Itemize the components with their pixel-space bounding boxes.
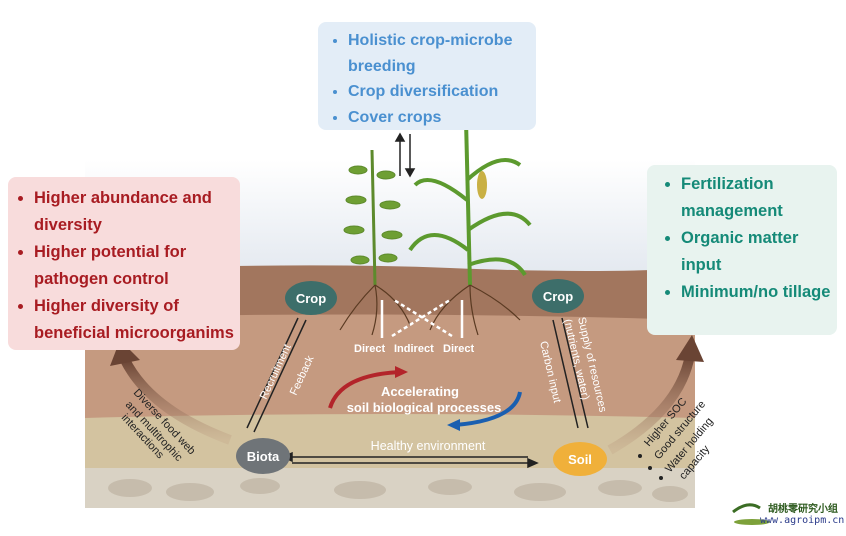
soil-arrow xyxy=(607,353,695,455)
cycle-label-1: Accelerating xyxy=(381,384,459,399)
watermark-logo xyxy=(732,503,770,525)
cycle-arrow-blue xyxy=(454,391,522,427)
crop-node-left-label: Crop xyxy=(296,291,326,306)
crop-biota-arrows xyxy=(246,317,589,469)
crop-node-left xyxy=(285,281,337,315)
breeding-practices-box: Holistic crop-microbe breeding Crop dive… xyxy=(318,22,536,130)
cycle-arrowhead-blue xyxy=(447,419,460,431)
right-item: Fertilization management xyxy=(681,171,833,225)
crop-node-right xyxy=(532,279,584,313)
top-item: Crop diversification xyxy=(348,79,528,105)
soil-management-box: Fertilization management Organic matter … xyxy=(647,165,837,335)
crop-node-right-label: Crop xyxy=(543,289,573,304)
left-item: Higher diversity of beneficial microorga… xyxy=(34,293,236,347)
top-bidirectional-arrow xyxy=(394,132,416,178)
direct-indirect-arrows xyxy=(380,298,464,338)
legume-plant-illustration xyxy=(343,149,403,286)
left-item: Higher potential for pathogen control xyxy=(34,239,236,293)
food-web-arrow xyxy=(120,357,232,445)
watermark-url: www.agroipm.cn xyxy=(760,515,845,526)
pebbles xyxy=(108,478,688,502)
cycle-label-2: soil biological processes xyxy=(347,400,502,415)
soil-node-label: Soil xyxy=(568,452,592,467)
indirect-label: Indirect xyxy=(394,343,434,355)
right-item: Minimum/no tillage xyxy=(681,279,833,306)
maize-plant-illustration xyxy=(408,119,532,286)
cycle-arrowhead-red xyxy=(395,366,408,378)
top-item: Cover crops xyxy=(348,105,528,131)
top-item: Holistic crop-microbe breeding xyxy=(348,28,528,79)
biota-node xyxy=(236,438,290,474)
left-item: Higher abundance and diversity xyxy=(34,185,236,239)
biota-outcomes-box: Higher abundance and diversity Higher po… xyxy=(8,177,240,350)
soil-arrowhead xyxy=(676,335,704,362)
biota-node-label: Biota xyxy=(247,449,280,464)
soil-node xyxy=(553,442,607,476)
healthy-environment-label: Healthy environment xyxy=(371,439,486,453)
direct-label-1: Direct xyxy=(354,343,386,355)
cycle-arrow-red xyxy=(328,370,401,409)
direct-label-2: Direct xyxy=(443,343,475,355)
right-item: Organic matter input xyxy=(681,225,833,279)
watermark-text: 胡桃零研究小组 xyxy=(768,504,838,515)
